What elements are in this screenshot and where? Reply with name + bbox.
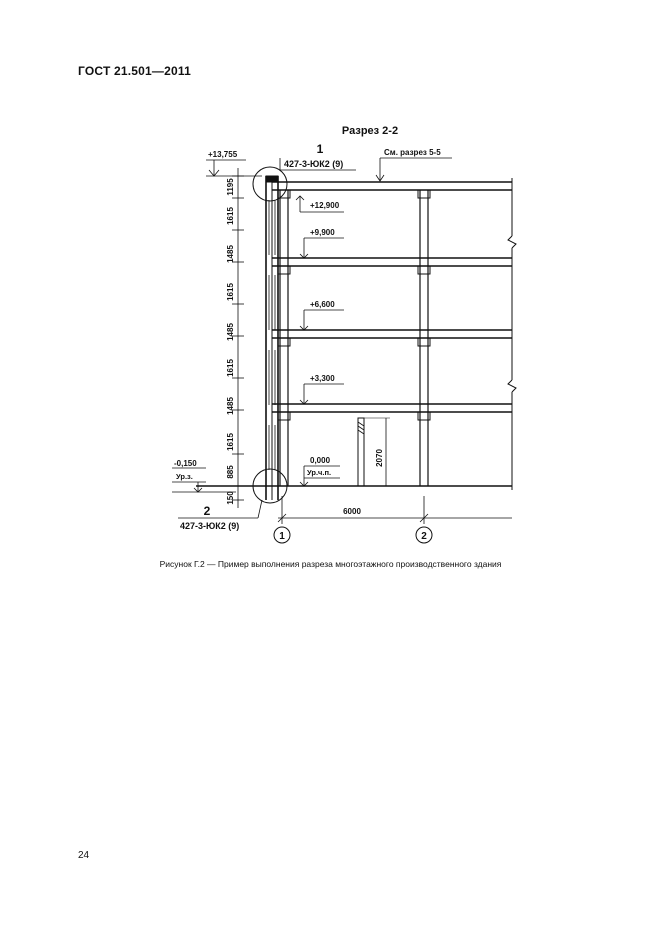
door-height-dimension: 2070: [375, 449, 384, 467]
elevation-ground-label: Ур.з.: [176, 472, 193, 481]
callout-2-reference: 427-3-ЮК2 (9): [180, 521, 239, 531]
top-elevation-mark: [206, 159, 262, 177]
dimension-label: 1195: [226, 178, 235, 196]
interior-elevation-marks: [295, 195, 344, 487]
axis-markers: 1 2: [273, 526, 433, 544]
elevation-floor-2: +6,600: [310, 300, 335, 309]
slab-floor-1: [272, 403, 512, 413]
callout-1-reference: 427-3-ЮК2 (9): [284, 159, 343, 169]
roof-slab: [272, 181, 512, 191]
axis-marker-1: [273, 526, 291, 544]
elevation-ground-floor-label: Ур.ч.п.: [307, 468, 331, 477]
callout-1-number: 1: [317, 142, 324, 156]
dimension-label: 1615: [226, 207, 235, 225]
dimension-label: 1485: [226, 323, 235, 341]
page-number: 24: [78, 850, 90, 861]
vertical-dimension-labels: 1195 1615 1485 1615 1485 1615 1485 1615 …: [226, 178, 235, 505]
section-reference-leader: [375, 157, 452, 182]
bay-dimension-line: [277, 496, 512, 524]
dimension-label: 1485: [226, 245, 235, 263]
elevation-ground-floor: 0,000: [310, 456, 331, 465]
columns: [279, 190, 429, 486]
break-lines: [507, 178, 517, 490]
elevation-ground: -0,150: [174, 459, 197, 468]
axis-label-2: 2: [421, 531, 427, 542]
elevation-top: +13,755: [208, 150, 238, 159]
callout-2-number: 2: [204, 504, 211, 518]
slab-floor-2: [272, 329, 512, 339]
door-opening: [357, 417, 390, 487]
dimension-label: 1615: [226, 359, 235, 377]
section-title: Разрез 2-2: [342, 125, 398, 137]
elevation-floor-1: +3,300: [310, 374, 335, 383]
elevation-roof: +12,900: [310, 201, 340, 210]
elevation-floor-3: +9,900: [310, 228, 335, 237]
callout-1: [252, 158, 356, 202]
axis-label-1: 1: [279, 531, 285, 542]
dimension-label: 1615: [226, 433, 235, 451]
slab-floor-3: [272, 257, 512, 267]
bay-span-dimension: 6000: [343, 507, 361, 516]
floor-slabs: [196, 181, 512, 487]
section-reference: См. разрез 5-5: [384, 148, 441, 157]
axis-marker-2: [415, 526, 433, 544]
figure-caption: Рисунок Г.2 — Пример выполнения разреза …: [159, 559, 502, 569]
dimension-label: 1485: [226, 397, 235, 415]
ground-elevation-mark: [172, 467, 236, 493]
dimension-label: 1615: [226, 283, 235, 301]
dimension-label: 150: [226, 491, 235, 505]
document-header: ГОСТ 21.501—2011: [78, 64, 191, 78]
callout-2: [178, 468, 288, 519]
dimension-label: 885: [226, 465, 235, 479]
